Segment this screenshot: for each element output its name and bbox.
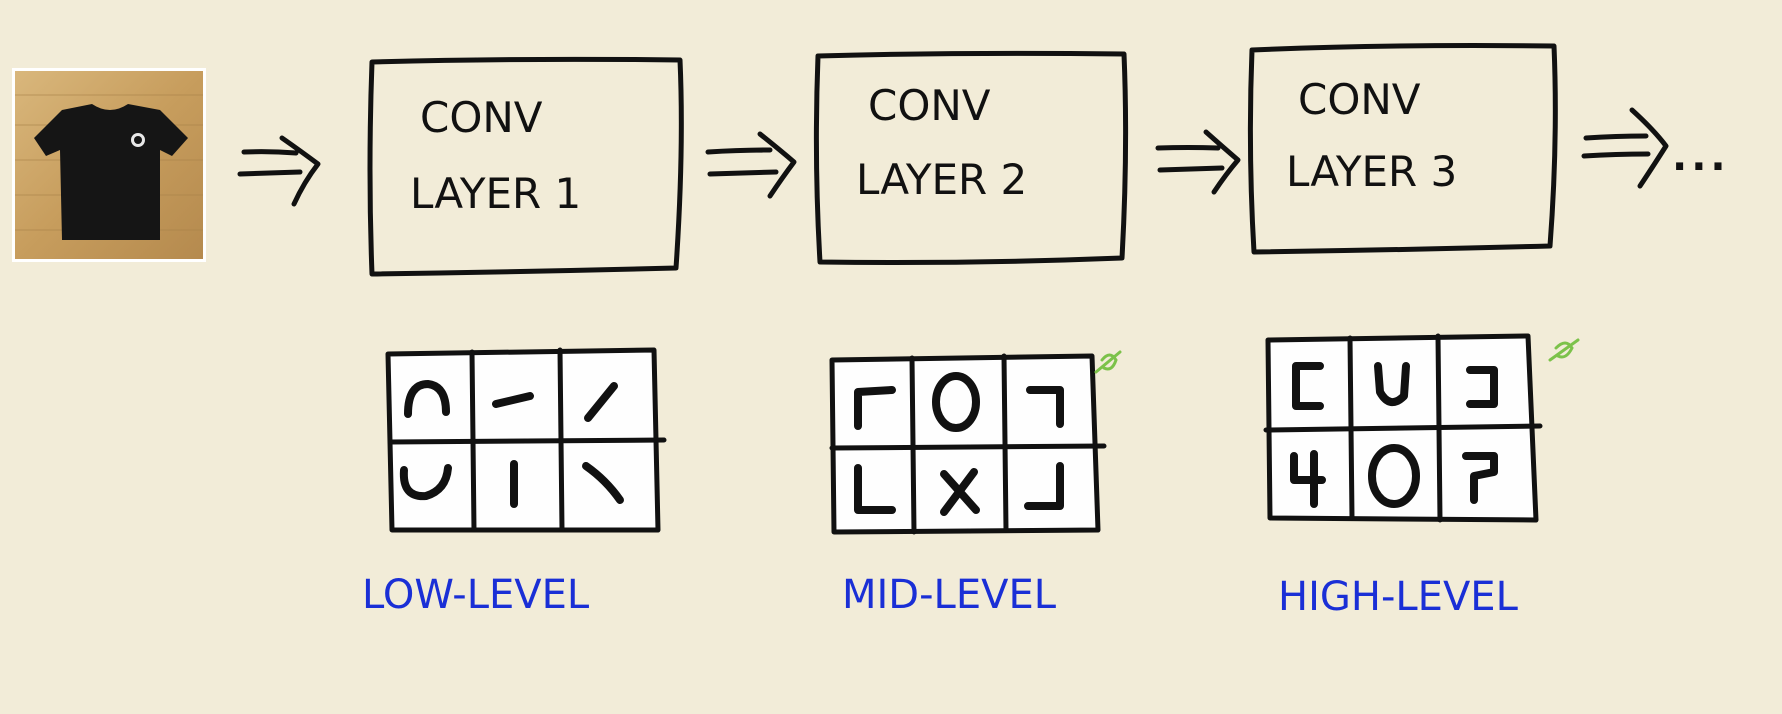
green-marker: [1548, 338, 1580, 362]
feature-grid-high-level: [1263, 333, 1580, 523]
conv-layer-1-title: CONV: [420, 93, 543, 142]
label-mid-level: MID-LEVEL: [842, 572, 1057, 618]
label-low-level: LOW-LEVEL: [362, 572, 590, 618]
arrow-icon: [1155, 129, 1241, 195]
arrow-icon: [1581, 107, 1669, 189]
conv-layer-3-title: CONV: [1298, 75, 1421, 124]
t-shirt-photo: [34, 104, 188, 240]
conv-layer-2-subtitle: LAYER 2: [856, 155, 1027, 204]
input-photo: [12, 68, 206, 262]
arrow-icon: [705, 131, 797, 199]
arrow-icon: [237, 135, 321, 207]
conv-layer-3-subtitle: LAYER 3: [1286, 147, 1457, 196]
label-high-level: HIGH-LEVEL: [1278, 574, 1519, 620]
feature-grid-low-level: [385, 347, 667, 533]
conv-layer-2-title: CONV: [868, 81, 991, 130]
ellipsis: ...: [1672, 134, 1730, 180]
feature-grid-mid-level: [829, 350, 1122, 535]
conv-box-2: [813, 50, 1129, 265]
conv-layer-1-subtitle: LAYER 1: [410, 169, 581, 218]
conv-box-3: [1247, 43, 1558, 255]
green-marker: [1094, 350, 1122, 374]
conv-box-1: [367, 56, 684, 277]
